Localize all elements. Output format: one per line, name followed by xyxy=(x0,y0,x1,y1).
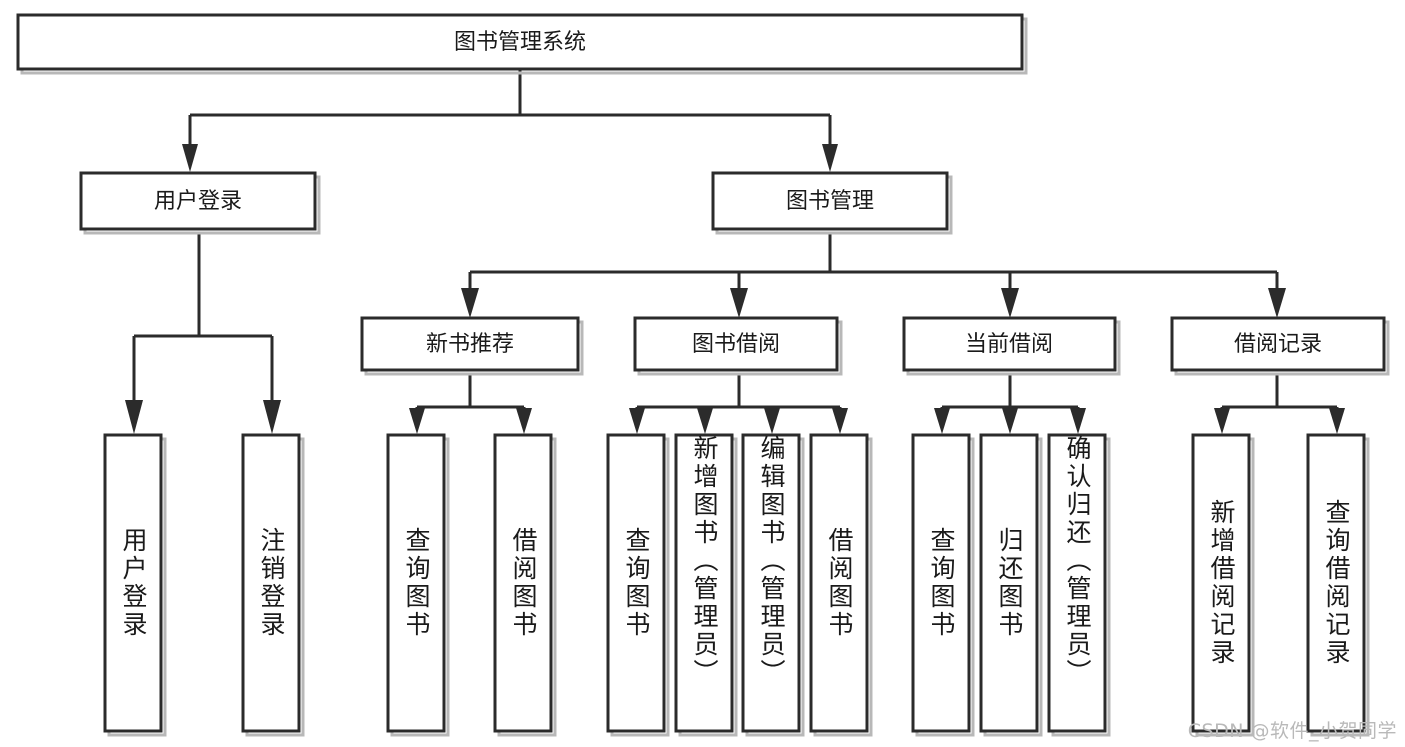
connector-current-borrow-to-leaves xyxy=(934,373,1086,434)
leaf-node-new-book-query[interactable] xyxy=(386,433,450,737)
leaf-node-current-confirm-return[interactable] xyxy=(1047,433,1111,737)
csdn-watermark: CSDN @软件_小贺同学 xyxy=(1187,720,1397,742)
node-borrow-record-label: 借阅记录 xyxy=(1234,332,1322,357)
node-borrow-record[interactable]: 借阅记录 xyxy=(1170,316,1390,376)
connector-book-borrow-to-leaves xyxy=(629,373,848,434)
leaf-node-borrow-borrow-book[interactable] xyxy=(809,433,873,737)
node-root-label: 图书管理系统 xyxy=(454,30,586,55)
connector-book-manage-to-level2 xyxy=(461,233,1286,318)
connector-root-to-level1 xyxy=(182,70,838,172)
leaf-node-user-login-logout[interactable] xyxy=(241,433,305,737)
leaf-node-user-login-login[interactable] xyxy=(103,433,167,737)
node-new-book-recommend-label: 新书推荐 xyxy=(426,332,514,357)
leaf-node-borrow-query[interactable] xyxy=(606,433,670,737)
leaf-node-record-query[interactable] xyxy=(1306,433,1370,737)
node-user-login-label: 用户登录 xyxy=(154,189,242,214)
connector-borrow-record-to-leaves xyxy=(1214,373,1345,434)
leaf-node-current-query[interactable] xyxy=(911,433,975,737)
node-current-borrow[interactable]: 当前借阅 xyxy=(902,316,1121,376)
node-book-manage-label: 图书管理 xyxy=(786,189,874,214)
node-book-borrow-label: 图书借阅 xyxy=(692,332,780,357)
node-current-borrow-label: 当前借阅 xyxy=(965,332,1053,357)
node-book-manage[interactable]: 图书管理 xyxy=(711,171,953,235)
node-new-book-recommend[interactable]: 新书推荐 xyxy=(360,316,584,376)
node-book-borrow[interactable]: 图书借阅 xyxy=(633,316,843,376)
node-user-login[interactable]: 用户登录 xyxy=(79,171,321,235)
connector-user-login-to-leaves xyxy=(125,233,281,434)
connector-new-book-to-leaves xyxy=(409,373,532,434)
leaf-node-borrow-add-book[interactable] xyxy=(674,433,738,737)
leaf-node-new-book-borrow[interactable] xyxy=(493,433,557,737)
leaf-node-record-add[interactable] xyxy=(1191,433,1255,737)
leaf-node-borrow-edit-book[interactable] xyxy=(741,433,805,737)
node-root[interactable]: 图书管理系统 xyxy=(16,13,1028,75)
leaf-node-current-return[interactable] xyxy=(979,433,1043,737)
